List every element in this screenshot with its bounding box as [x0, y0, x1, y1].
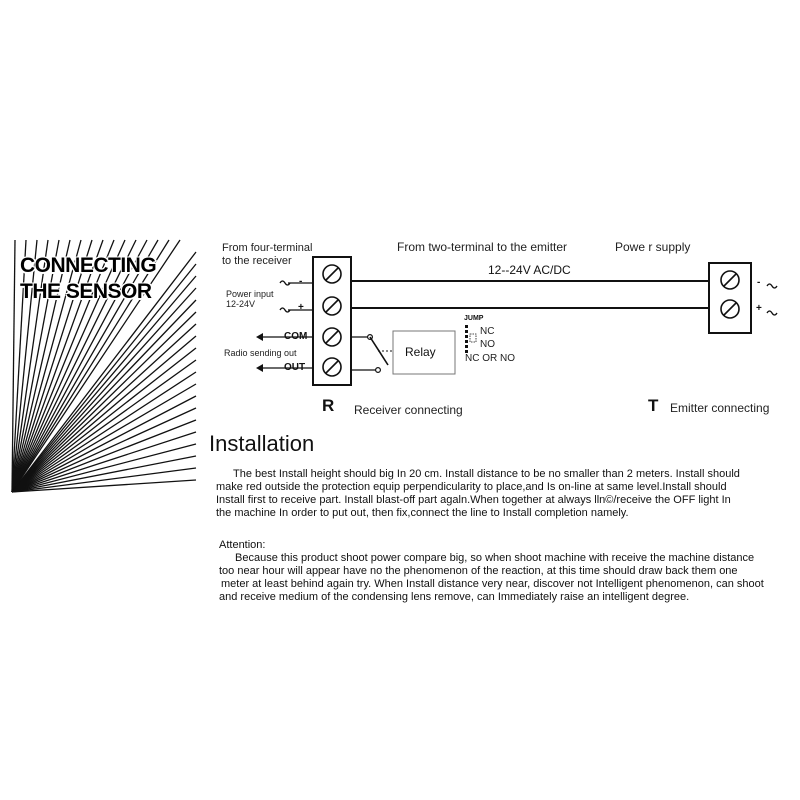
sunburst-ray — [11, 275, 197, 493]
relay-label: Relay — [405, 345, 436, 359]
arrow-left-icon — [256, 333, 263, 341]
sunburst-ray — [11, 239, 71, 493]
installation-line-3: Install first to receive part. Install b… — [216, 494, 731, 506]
attention-line-2: too near hour will appear have no the ph… — [219, 565, 738, 577]
sunburst-ray — [11, 239, 181, 493]
emitter-plus-sign: + — [756, 303, 762, 314]
sunburst-ray — [11, 311, 197, 493]
installation-line-1: The best Install height should big In 20… — [233, 468, 740, 480]
sunburst-ray — [11, 299, 197, 493]
emitter-minus-sign: - — [757, 277, 761, 288]
attention-paragraph: Because this product shoot power compare… — [219, 552, 764, 604]
ac-symbol-icon — [766, 310, 778, 316]
sunburst-ray — [11, 239, 170, 493]
installation-line-2: make red outside the protection equip pe… — [216, 481, 727, 493]
receiver-screw-1 — [322, 264, 342, 284]
installation-line-4: the machine In order to put out, then fi… — [216, 507, 629, 519]
sunburst-ray — [11, 431, 197, 493]
sunburst-rays — [11, 239, 197, 493]
switch-contact — [375, 367, 382, 374]
ac-symbol-icon — [279, 307, 291, 313]
receiver-caption: Receiver connecting — [354, 403, 463, 417]
emitter-screw-1 — [720, 270, 740, 290]
nc-label: NC — [480, 326, 495, 337]
emitter-screw-2 — [720, 299, 740, 319]
receiver-screw-3 — [322, 327, 342, 347]
sunburst-ray — [11, 239, 60, 493]
ac-symbol-icon — [766, 283, 778, 289]
no-label: NO — [480, 339, 495, 350]
nc-or-no-label: NC OR NO — [465, 353, 515, 364]
sunburst-ray — [11, 239, 82, 493]
sunburst-ray — [11, 239, 49, 493]
ac-symbol-icon — [279, 280, 291, 286]
sunburst-ray — [11, 419, 197, 493]
com-label: COM — [284, 331, 308, 342]
receiver-minus-sign: - — [299, 276, 303, 287]
sunburst-ray — [11, 239, 38, 493]
receiver-letter: R — [322, 396, 335, 415]
sunburst-ray — [11, 455, 197, 493]
arrow-left-icon — [256, 364, 263, 372]
out-label: OUT — [284, 362, 306, 373]
sunburst-ray — [11, 479, 197, 493]
sunburst-ray — [11, 251, 197, 493]
power-supply-label: Powe r supply — [615, 240, 691, 254]
installation-paragraph: The best Install height should big In 20… — [216, 468, 740, 520]
receiver-screw-4 — [322, 357, 342, 377]
radio-sending-out-label: Radio sending out — [224, 348, 297, 358]
sensor-title-line1: CONNECTING — [20, 254, 157, 277]
power-input-label: Power input 12-24V — [226, 289, 274, 309]
sunburst-ray — [11, 383, 197, 493]
sunburst-ray — [11, 335, 197, 493]
sunburst-ray — [11, 287, 197, 493]
emitter-caption: Emitter connecting — [670, 401, 770, 415]
receiver-plus-sign: + — [298, 302, 304, 313]
from-two-terminal-label: From two-terminal to the emitter — [397, 240, 568, 254]
sunburst-ray — [11, 467, 197, 493]
sunburst-ray — [11, 395, 197, 493]
sunburst-ray — [11, 239, 27, 493]
attention-label: Attention: — [219, 539, 266, 551]
sunburst-ray — [11, 239, 137, 493]
voltage-label: 12--24V AC/DC — [488, 263, 571, 277]
sunburst-ray — [11, 239, 93, 493]
attention-line-3: meter at least behind again try. When In… — [221, 578, 764, 590]
sunburst-ray — [11, 239, 115, 493]
attention-line-1: Because this product shoot power compare… — [235, 552, 755, 564]
receiver-screw-2 — [322, 296, 342, 316]
jumper-pins — [465, 325, 477, 353]
from-four-terminal-label: From four-terminal to the receiver — [222, 242, 313, 267]
sensor-title-line2: THE SENSOR — [20, 280, 152, 303]
emitter-letter: T — [648, 396, 659, 415]
sunburst-ray — [11, 359, 197, 493]
sunburst-ray — [11, 263, 197, 493]
installation-heading: Installation — [209, 431, 315, 456]
sunburst-ray — [11, 239, 16, 493]
sunburst-ray — [11, 443, 197, 493]
sunburst-ray — [11, 239, 126, 493]
sunburst-ray — [11, 407, 197, 493]
sunburst-ray — [11, 323, 197, 493]
relay-box — [392, 330, 456, 375]
sunburst-ray — [11, 239, 148, 493]
sunburst-ray — [11, 371, 197, 493]
sunburst-ray — [11, 239, 159, 493]
attention-line-4: and receive medium of the condensing len… — [219, 591, 690, 603]
sensor-title: CONNECTING THE SENSOR — [20, 253, 157, 305]
sunburst-ray — [11, 239, 104, 493]
jump-label: JUMP — [464, 315, 484, 322]
sunburst-ray — [11, 347, 197, 493]
